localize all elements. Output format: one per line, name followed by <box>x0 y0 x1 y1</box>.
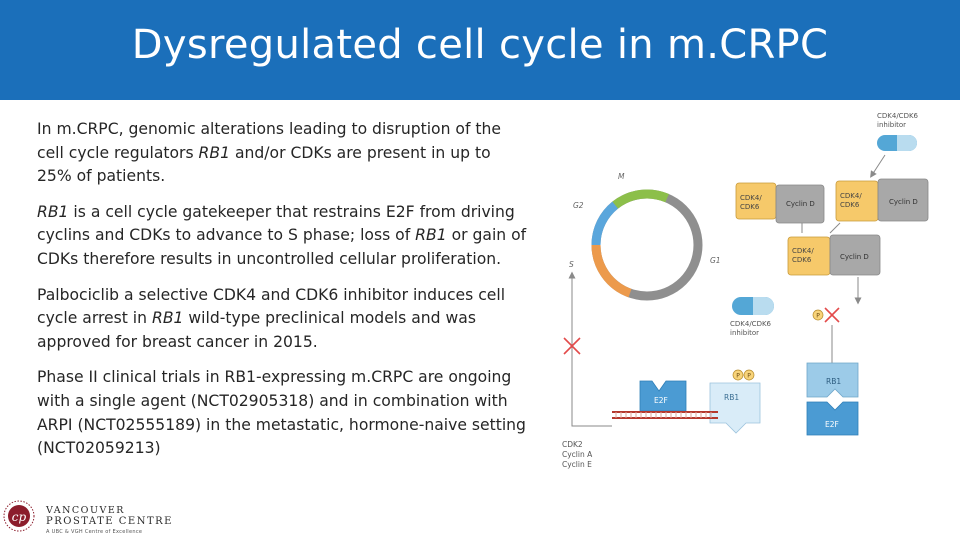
e2f-free-label: E2F <box>825 420 839 429</box>
phase-g2-label: G2 <box>573 201 584 210</box>
logo-line2: PROSTATE CENTRE <box>46 516 173 527</box>
cdk-a-label-2: CDK6 <box>740 203 760 211</box>
cyclin-a-label: Cyclin D <box>786 200 815 208</box>
e2f-bound: E2F <box>639 380 687 412</box>
paragraph-text: wild-type preclinical models and was app… <box>37 309 476 351</box>
paragraph-phase-ii-trials: Phase II clinical trials in RB1-expressi… <box>37 366 527 460</box>
paragraph-rb1-gatekeeper: RB1 is a cell cycle gatekeeper that rest… <box>37 201 527 272</box>
vancouver-prostate-centre-logo: cp VANCOUVER PROSTATE CENTRE A UBC & VGH… <box>0 492 200 540</box>
logo-emblem-icon: cp <box>3 500 35 532</box>
cdk-a-label: CDK4/ <box>740 194 762 202</box>
rb1-free-label: RB1 <box>826 377 841 386</box>
phospho-label: P <box>816 313 820 320</box>
ring-m-segment <box>612 189 669 209</box>
paragraph-text: or gain of CDKs therefore results in unc… <box>37 226 527 268</box>
dna-strand <box>612 411 718 419</box>
cdk-cyclin-complex-a: CDK4/ CDK6 Cyclin D <box>735 182 825 224</box>
slide-title: Dysregulated cell cycle in m.CRPC <box>131 22 829 68</box>
phospho-left-label: P <box>736 373 740 380</box>
phase-g1-label: G1 <box>710 256 721 265</box>
italic-gene-name: RB1 <box>198 143 230 162</box>
cyclin-b-label: Cyclin D <box>889 198 918 206</box>
cdk-b-label: CDK4/ <box>840 192 862 200</box>
italic-gene-name: RB1 <box>415 226 447 245</box>
rb1-bound-label: RB1 <box>724 393 739 402</box>
ring-s-segment <box>591 244 632 298</box>
phospho-right-label: P <box>747 373 751 380</box>
italic-gene-name: RB1 <box>37 202 69 221</box>
paragraph-palbociclib: Palbociclib a selective CDK4 and CDK6 in… <box>37 284 527 355</box>
slide-body: In m.CRPC, genomic alterations leading t… <box>37 118 527 461</box>
paragraph-genomic-alterations: In m.CRPC, genomic alterations leading t… <box>37 118 527 189</box>
rb1-e2f-free: RB1 E2F <box>806 362 859 436</box>
inhibitor-top-label-2: inhibitor <box>877 121 906 129</box>
paragraph-text: is a cell cycle gatekeeper that restrain… <box>37 202 515 245</box>
inhibitor-mid: CDK4/CDK6 inhibitor <box>730 297 774 337</box>
inhibitor-top: CDK4/CDK6 inhibitor <box>870 112 919 178</box>
paragraph-text: and/or CDKs are present in up to 25% of … <box>37 143 491 186</box>
cdk-c-label-2: CDK6 <box>792 256 812 264</box>
phospho-pair: P P <box>732 369 755 381</box>
phospho-single: P <box>812 309 824 321</box>
inhibitor-top-label: CDK4/CDK6 <box>877 112 919 120</box>
cross-mark-right <box>824 307 840 323</box>
cdk2-pathway: CDK2 Cyclin A Cyclin E <box>562 271 612 469</box>
cdk-c-label: CDK4/ <box>792 247 814 255</box>
cdk-cyclin-complex-b: CDK4/ CDK6 Cyclin D <box>835 178 929 222</box>
cdk-b-label-2: CDK6 <box>840 201 860 209</box>
rb1-bound: RB1 <box>709 382 761 434</box>
svg-text:cp: cp <box>12 510 27 524</box>
phase-s-label: S <box>569 260 574 269</box>
phase-m-label: M <box>618 172 625 181</box>
title-bar <box>0 0 960 100</box>
paragraph-text: In m.CRPC, genomic alterations leading t… <box>37 120 502 162</box>
cyclin-a-label: Cyclin A <box>562 450 593 459</box>
e2f-bound-label: E2F <box>654 396 668 405</box>
cdk-cyclin-complex-c: CDK4/ CDK6 Cyclin D <box>787 234 881 276</box>
cyclin-c-label: Cyclin D <box>840 253 869 261</box>
cdk2-label: CDK2 <box>562 440 583 449</box>
cell-cycle-ring: M G2 S G1 <box>569 172 721 301</box>
cell-cycle-diagram: M G2 S G1 CDK4/CDK6 inhibitor CDK4/ CDK6… <box>562 112 929 469</box>
inhibitor-mid-label: CDK4/CDK6 <box>730 320 772 328</box>
cyclin-e-label: Cyclin E <box>562 460 592 469</box>
inhibitor-mid-label-2: inhibitor <box>730 329 759 337</box>
paragraph-text: Phase II clinical trials in RB1-expressi… <box>37 368 526 458</box>
logo-line1: VANCOUVER <box>46 505 125 516</box>
paragraph-text: Palbociclib a selective CDK4 and CDK6 in… <box>37 285 506 328</box>
italic-gene-name: RB1 <box>151 309 184 328</box>
logo-subtitle: A UBC & VGH Centre of Excellence <box>46 529 143 535</box>
ring-g2-segment <box>591 201 619 246</box>
